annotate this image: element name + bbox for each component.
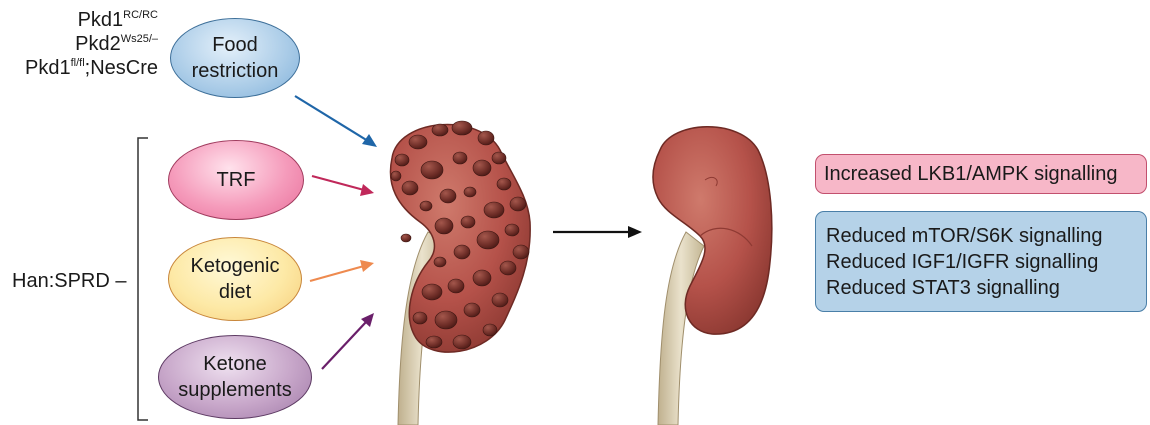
trf-oval: TRF [168, 140, 304, 220]
cyst [434, 257, 446, 267]
cyst [497, 178, 511, 190]
model-pkd1-nescre: Pkd1fl/fl;NesCre [0, 56, 158, 80]
cyst [420, 201, 432, 211]
cyst [464, 303, 480, 317]
ketone-supplements-oval: Ketone supplements [158, 335, 312, 419]
bracket [138, 138, 148, 420]
cyst [435, 218, 453, 234]
ketogenic-diet-oval: Ketogenic diet [168, 237, 302, 321]
cyst [477, 231, 499, 249]
trf-label: TRF [217, 167, 256, 193]
cyst [513, 245, 529, 259]
ketogenic-label-1: Ketogenic [191, 255, 280, 277]
healthy-kidney [653, 127, 772, 425]
cyst [432, 124, 448, 136]
reduced-igf1-text: Reduced IGF1/IGFR signalling [826, 249, 1136, 275]
ketone-label-2: supplements [178, 379, 291, 401]
cyst [413, 312, 427, 324]
ketogenic-label-2: diet [219, 281, 251, 303]
cyst [435, 311, 457, 329]
cyst [448, 279, 464, 293]
polycystic-kidney [390, 121, 530, 425]
model-pkd1-rc: Pkd1RC/RC [0, 8, 158, 32]
cyst [473, 160, 491, 176]
cyst [452, 121, 472, 135]
cyst [461, 216, 475, 228]
cyst [453, 152, 467, 164]
cyst [492, 152, 506, 164]
mouse-models-list: Pkd1RC/RC Pkd2Ws25/– Pkd1fl/fl;NesCre [0, 8, 158, 80]
food-restriction-oval: Food restriction [170, 18, 300, 98]
cyst [440, 189, 456, 203]
cyst [409, 135, 427, 149]
cyst [510, 197, 526, 211]
cyst [492, 293, 508, 307]
arrow-food [295, 96, 377, 147]
arrow-keto [310, 260, 374, 281]
reduced-signalling-box: Reduced mTOR/S6K signalling Reduced IGF1… [815, 211, 1147, 312]
arrow-main [553, 226, 642, 238]
food-restriction-label-2: restriction [192, 60, 279, 82]
strain-label: Han:SPRD – [12, 270, 127, 293]
cyst [391, 171, 401, 181]
cyst [483, 324, 497, 336]
food-restriction-label-1: Food [212, 34, 258, 56]
cyst [453, 335, 471, 349]
cyst [402, 181, 418, 195]
cyst [401, 234, 411, 242]
arrow-ketone [322, 313, 374, 369]
increased-signalling-box: Increased LKB1/AMPK signalling [815, 154, 1147, 194]
increased-signalling-text: Increased LKB1/AMPK signalling [824, 161, 1138, 187]
cyst [421, 161, 443, 179]
cyst [464, 187, 476, 197]
cyst [454, 245, 470, 259]
reduced-mtor-text: Reduced mTOR/S6K signalling [826, 223, 1136, 249]
cyst [395, 154, 409, 166]
cyst [500, 261, 516, 275]
cyst [484, 202, 504, 218]
cyst [505, 224, 519, 236]
cyst [422, 284, 442, 300]
reduced-stat3-text: Reduced STAT3 signalling [826, 275, 1136, 301]
cyst [478, 131, 494, 145]
cyst [473, 270, 491, 286]
arrow-trf [312, 176, 374, 196]
model-pkd2-ws25: Pkd2Ws25/– [0, 32, 158, 56]
cyst [426, 336, 442, 348]
ketone-label-1: Ketone [203, 353, 266, 375]
